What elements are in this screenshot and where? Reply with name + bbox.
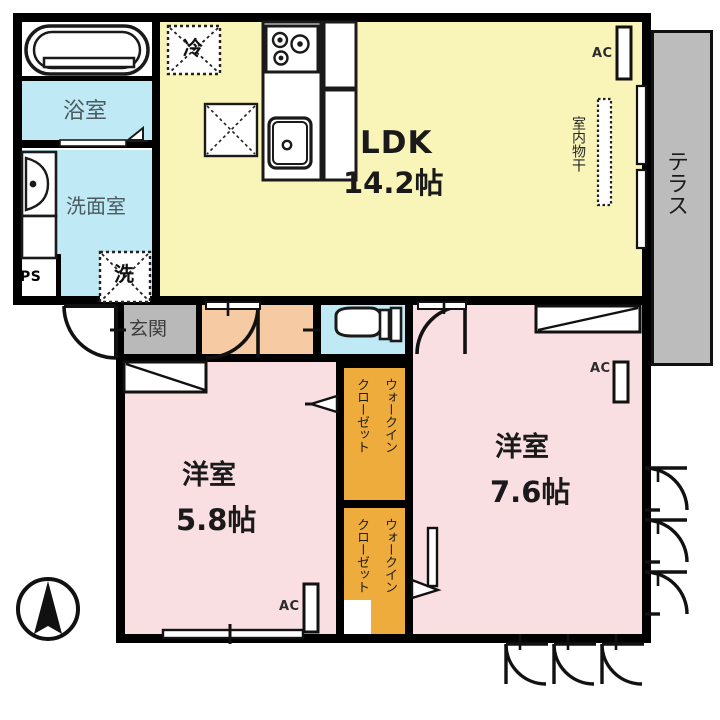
door-entrance [62, 304, 118, 360]
wall-tub-divider [20, 76, 156, 81]
wall-mid-upper-right [333, 296, 651, 305]
wall-bath-bottom [20, 140, 160, 148]
wall-ldk-left [152, 13, 160, 305]
label-washer: 洗 [114, 262, 134, 286]
room-entrance [122, 305, 200, 358]
label-ac-ldk: AC [592, 46, 613, 61]
wall-bedroom-left-right [336, 362, 344, 635]
room-bedroom-left [125, 358, 343, 635]
wall-ps-right [56, 254, 61, 305]
wall-right-outer-lower [642, 358, 651, 643]
label-ldk: LDK [360, 125, 433, 161]
label-ac-bedroom-right: AC [590, 361, 611, 376]
wall-wic-divider [336, 500, 413, 508]
label-indoor-drying: 室内物干 [570, 116, 586, 172]
label-bath: 浴室 [63, 99, 108, 124]
label-ps: PS [20, 269, 42, 285]
label-entrance: 玄関 [129, 318, 168, 340]
label-fridge: 冷 [183, 36, 203, 60]
label-wic-lower-line1: ウォークイン [382, 518, 397, 593]
hall-corridor [200, 305, 320, 358]
wall-toilet-bottom [313, 354, 413, 362]
label-bedroom-right: 洋室 [495, 432, 549, 463]
label-wic-upper-line2: クローゼット [354, 378, 369, 453]
label-ldk-size: 14.2帖 [343, 166, 444, 200]
wall-left-outer-bottom [116, 358, 125, 643]
wall-entrance-right [196, 305, 202, 355]
wall-wic-right [405, 362, 413, 635]
north-arrow-icon [16, 577, 80, 641]
label-bedroom-left: 洋室 [182, 460, 236, 491]
windows-bedroom-right-east [644, 466, 689, 616]
room-bedroom-right [412, 305, 645, 635]
wall-hall-bottom [200, 354, 318, 362]
wic-lower-notch [343, 600, 371, 635]
wall-left-outer-top [13, 13, 22, 305]
closet-wic-upper [343, 365, 412, 502]
wall-bottom-upper-block [13, 296, 333, 305]
room-ldk [160, 20, 645, 303]
room-terrace [651, 30, 713, 366]
label-bedroom-right-size: 7.6帖 [490, 475, 571, 509]
wall-entrance-bottom [116, 354, 206, 362]
wall-toilet-left [313, 300, 321, 362]
label-ac-bedroom-left: AC [279, 599, 300, 614]
label-wic-upper-line1: ウォークイン [382, 378, 397, 453]
label-wic-lower-line2: クローゼット [354, 518, 369, 593]
wall-entrance-left [116, 300, 124, 362]
label-terrace: テラス [663, 150, 688, 216]
wall-wic-top [336, 362, 413, 368]
wall-top-outer [13, 13, 651, 22]
wall-ps-top [13, 254, 61, 259]
bath-tub-area [20, 20, 156, 80]
label-bedroom-left-size: 5.8帖 [176, 503, 257, 537]
wall-bottom-outer [116, 634, 651, 643]
wall-toilet-right [405, 300, 413, 362]
label-washroom: 洗面室 [66, 194, 126, 218]
wall-right-outer-upper [642, 13, 651, 368]
room-toilet [320, 305, 412, 358]
